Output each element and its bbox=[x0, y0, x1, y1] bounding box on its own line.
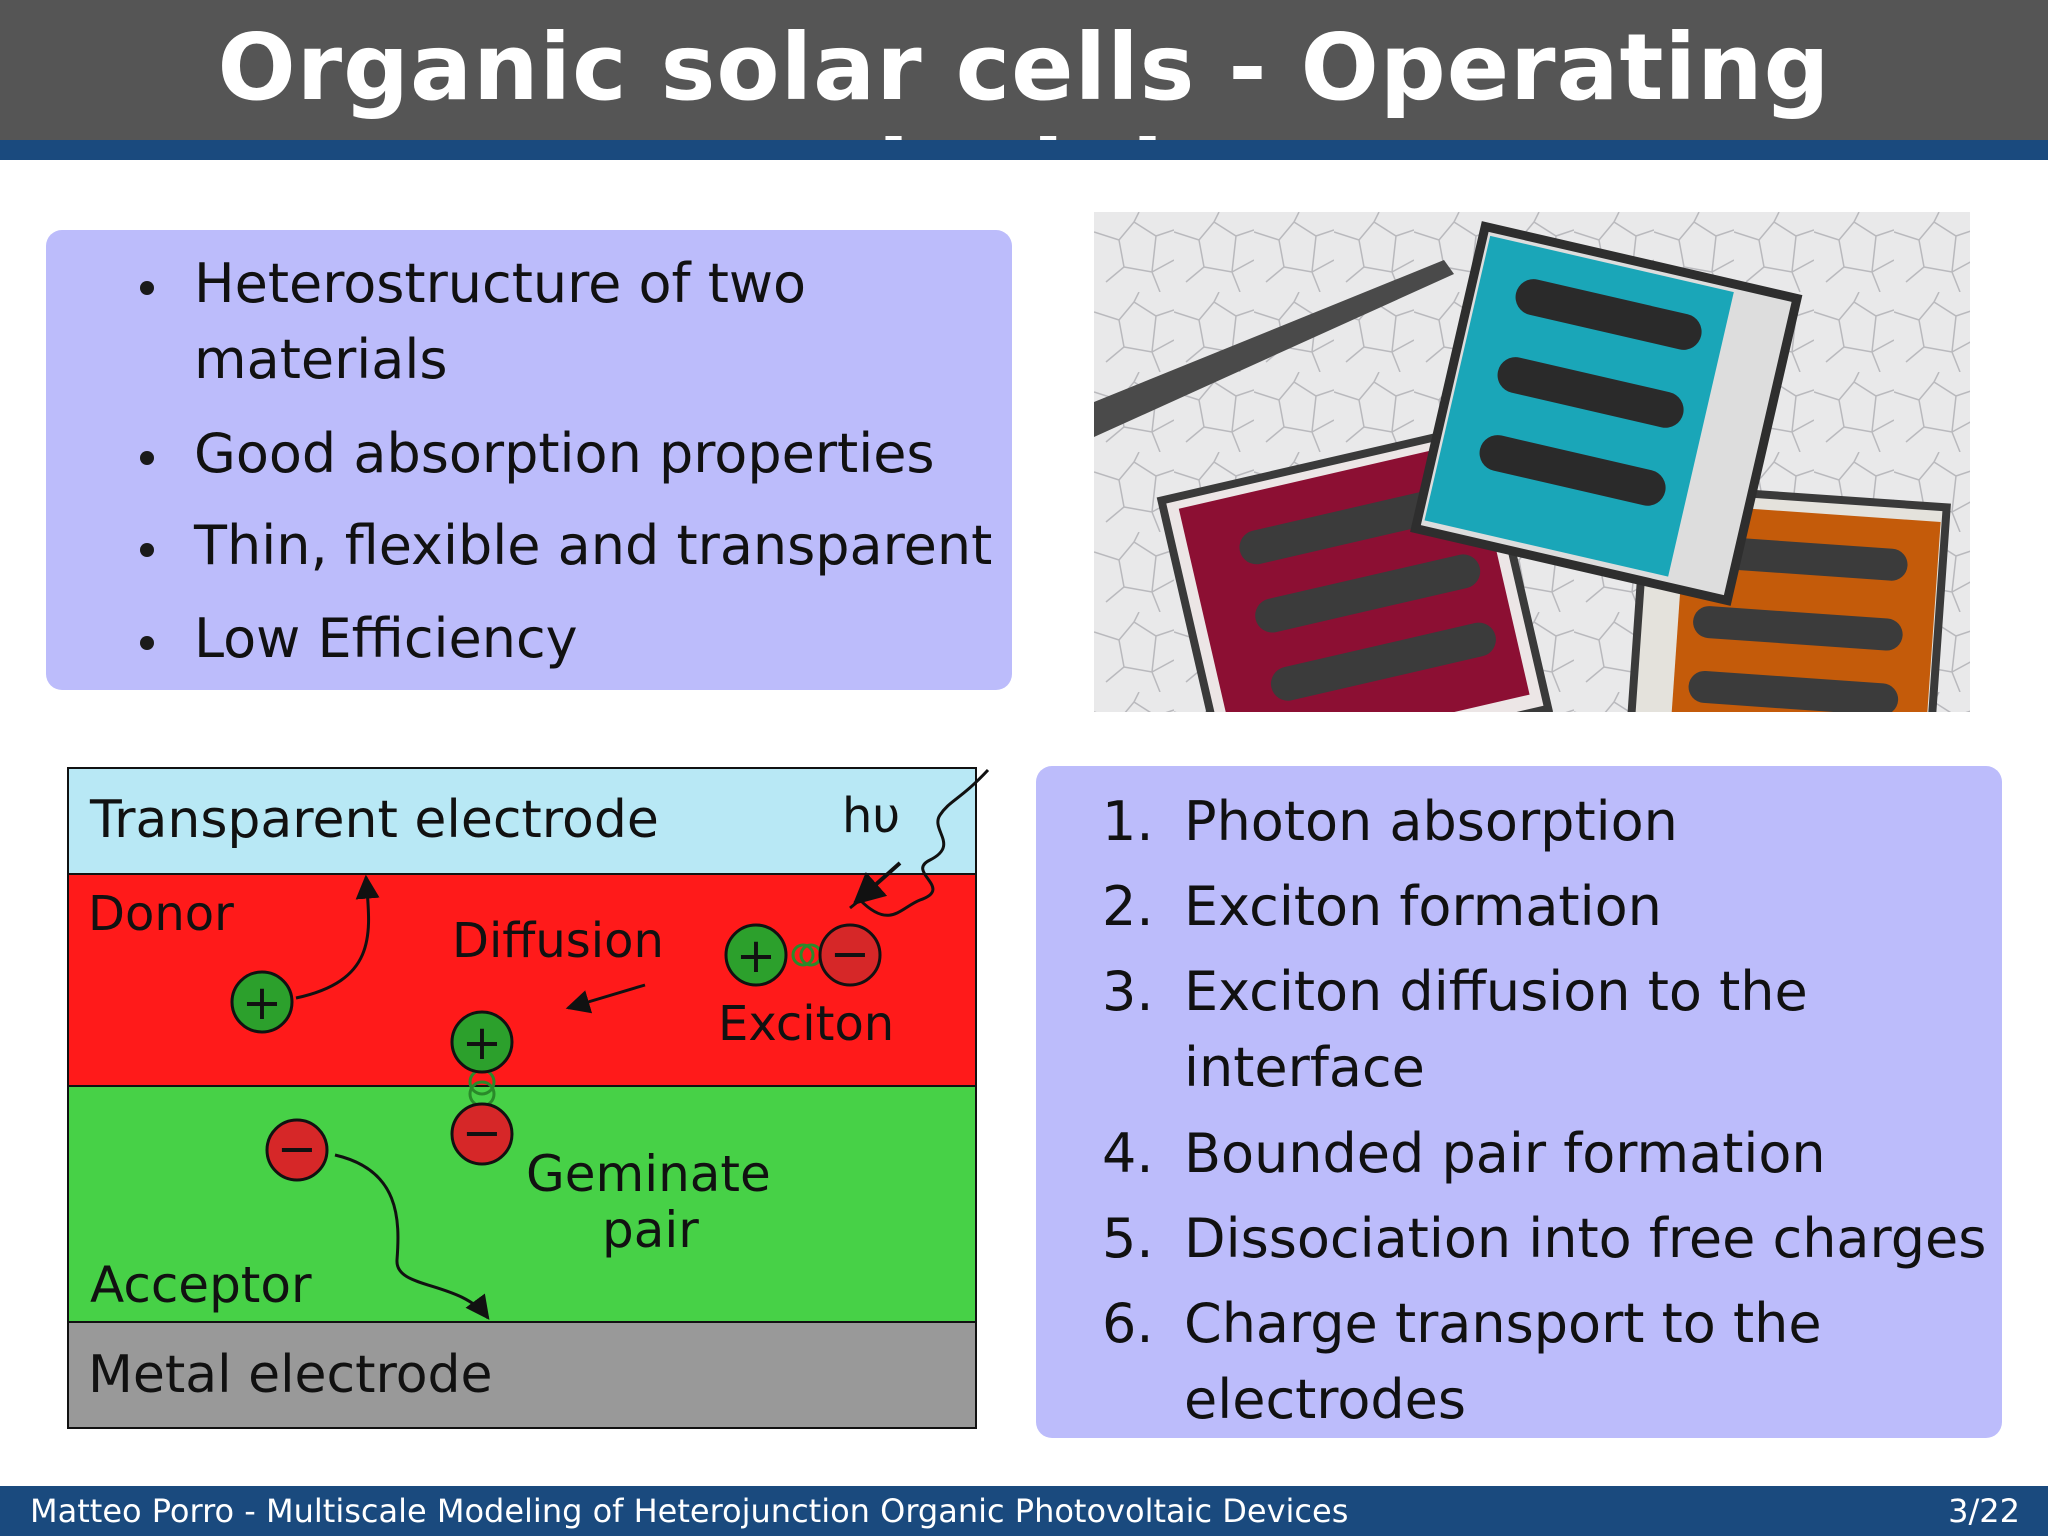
bullet-icon bbox=[140, 543, 154, 557]
pair-hole-icon bbox=[450, 1010, 514, 1074]
features-box: Heterostructure of two materials Good ab… bbox=[46, 230, 1012, 690]
hole-sign: + bbox=[462, 1015, 502, 1071]
feature-text: Low Efficiency bbox=[194, 607, 578, 670]
title-rule bbox=[0, 140, 2048, 160]
step-text: Bounded pair formation bbox=[1184, 1122, 1826, 1185]
step-number: 4. bbox=[1102, 1122, 1154, 1185]
feature-text: Good absorption properties bbox=[194, 422, 935, 485]
exciton-ring bbox=[791, 943, 815, 967]
feature-text: materials bbox=[194, 328, 448, 391]
free-hole-icon bbox=[230, 970, 294, 1034]
donor-layer bbox=[67, 873, 977, 1087]
transparent-electrode-layer bbox=[67, 767, 977, 875]
acceptor-label: Acceptor bbox=[90, 1256, 312, 1314]
photon-wave-icon bbox=[858, 768, 990, 917]
step-text: Charge transport to the bbox=[1184, 1292, 1822, 1355]
step-number: 1. bbox=[1102, 790, 1154, 853]
absorption-arrow bbox=[852, 861, 902, 906]
feature-text: Heterostructure of two bbox=[194, 252, 807, 315]
page-number: 3/22 bbox=[1948, 1492, 2020, 1530]
step-text: Photon absorption bbox=[1184, 790, 1678, 853]
feature-text: Thin, flexible and transparent bbox=[194, 514, 993, 577]
step-text: interface bbox=[1184, 1036, 1425, 1099]
device-diagram: Transparent electrode hυ Donor Diffusion… bbox=[67, 767, 990, 1429]
footer-title: Matteo Porro - Multiscale Modeling of He… bbox=[30, 1492, 1349, 1530]
acceptor-layer bbox=[67, 1085, 977, 1323]
metal-electrode-layer bbox=[67, 1321, 977, 1429]
step-number: 6. bbox=[1102, 1292, 1154, 1355]
bullet-icon bbox=[140, 281, 154, 295]
step-number: 3. bbox=[1102, 960, 1154, 1023]
donor-label: Donor bbox=[88, 886, 234, 942]
electron-sign: − bbox=[462, 1105, 502, 1161]
hole-sign: + bbox=[736, 928, 776, 984]
photon-label: hυ bbox=[842, 788, 900, 844]
electron-sign: − bbox=[830, 926, 870, 982]
footer-bar: Matteo Porro - Multiscale Modeling of He… bbox=[0, 1486, 2048, 1536]
exciton-electron-icon bbox=[818, 923, 882, 987]
solar-cells-photo bbox=[1094, 212, 1970, 712]
step-text: Exciton diffusion to the bbox=[1184, 960, 1808, 1023]
step-text: electrodes bbox=[1184, 1368, 1466, 1431]
step-number: 2. bbox=[1102, 875, 1154, 938]
geminate-label: Geminate bbox=[526, 1145, 771, 1203]
diffusion-label: Diffusion bbox=[452, 913, 664, 969]
transparent-electrode-label: Transparent electrode bbox=[89, 790, 659, 850]
slide-title: Organic solar cells - Operating principl… bbox=[217, 14, 1831, 228]
exciton-hole-icon bbox=[724, 923, 788, 987]
step-number: 5. bbox=[1102, 1207, 1154, 1270]
diffusion-arrow bbox=[565, 983, 646, 1014]
step-text: Dissociation into free charges bbox=[1184, 1207, 1987, 1270]
hole-transport-arrow bbox=[295, 874, 380, 1000]
exciton-label: Exciton bbox=[718, 996, 894, 1052]
step-text: Exciton formation bbox=[1184, 875, 1662, 938]
electron-sign: − bbox=[277, 1121, 317, 1177]
bullet-icon bbox=[140, 451, 154, 465]
electron-transport-arrow bbox=[334, 1153, 490, 1320]
hole-sign: + bbox=[242, 975, 282, 1031]
steps-box: 1. Photon absorption 2. Exciton formatio… bbox=[1036, 766, 2002, 1438]
free-electron-icon bbox=[265, 1118, 329, 1182]
title-bar: Organic solar cells - Operating principl… bbox=[0, 0, 2048, 228]
geminate-pair-label: pair bbox=[602, 1201, 699, 1259]
pair-electron-icon bbox=[450, 1102, 514, 1166]
bullet-icon bbox=[140, 636, 154, 650]
metal-electrode-label: Metal electrode bbox=[88, 1345, 493, 1405]
